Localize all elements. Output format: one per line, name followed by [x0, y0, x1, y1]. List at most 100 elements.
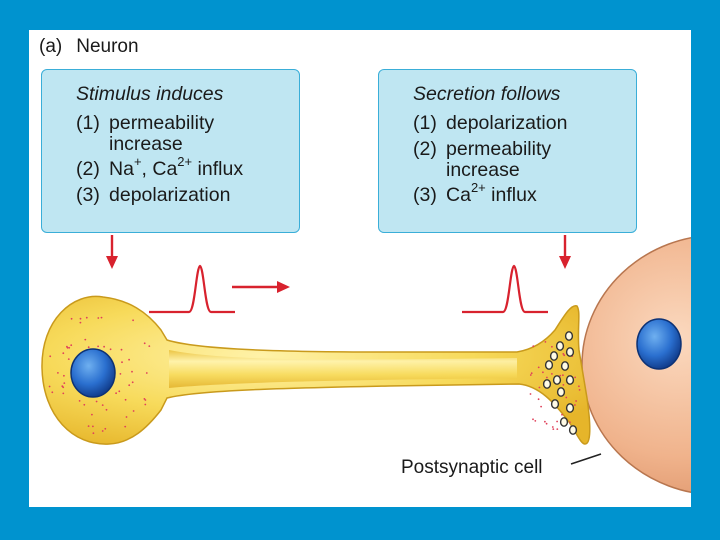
- cytoplasm-dot: [49, 355, 52, 358]
- step-text: permeability: [109, 112, 215, 134]
- cytoplasm-dot: [68, 346, 71, 349]
- cytoplasm-dot: [51, 391, 54, 394]
- cytoplasm-dot: [87, 425, 90, 427]
- cytoplasm-dot: [83, 403, 86, 406]
- vesicle: [565, 403, 575, 413]
- cytoplasm-dot: [530, 372, 533, 375]
- step-number: (1): [413, 112, 437, 134]
- cytoplasm-dot: [95, 400, 98, 403]
- vesicle: [556, 387, 566, 397]
- step-line: (3)depolarization: [76, 182, 289, 208]
- cytoplasm-dot: [556, 428, 559, 430]
- action-potential-icon: [149, 264, 235, 314]
- cytoplasm-dot: [124, 398, 127, 401]
- cytoplasm-dot: [551, 426, 554, 428]
- box-title: Secretion follows: [413, 83, 561, 105]
- cytoplasm-dot: [119, 373, 122, 375]
- secretion-box: Secretion follows (1)depolarization (2)p…: [378, 69, 637, 233]
- cytoplasm-dot: [104, 427, 107, 430]
- action-potential-icon: [462, 264, 548, 314]
- step-continuation: increase: [446, 159, 520, 181]
- cytoplasm-dot: [544, 341, 547, 343]
- step-line: (2)Na+, Ca2+ influx: [76, 154, 289, 182]
- postsynaptic-cell: [581, 237, 691, 493]
- box-title: Stimulus induces: [76, 83, 224, 105]
- cytoplasm-dot: [128, 358, 130, 361]
- cytoplasm-dot: [128, 384, 131, 387]
- cytoplasm-dot: [537, 398, 540, 401]
- figure-title: Neuron: [76, 36, 139, 57]
- panel-letter: (a): [39, 36, 63, 57]
- cytoplasm-dot: [542, 371, 544, 374]
- cytoplasm-dot: [148, 345, 151, 347]
- arrow-right-icon: [232, 281, 290, 293]
- cytoplasm-dot: [562, 384, 565, 386]
- cytoplasm-dot: [563, 354, 566, 357]
- ion-charge: 2+: [470, 180, 486, 195]
- vesicle: [564, 331, 574, 341]
- cytoplasm-dot: [574, 376, 576, 379]
- cytoplasm-dot: [556, 420, 558, 423]
- ion-charge: +: [133, 154, 142, 169]
- figure-label: (a) Neuron: [39, 36, 139, 58]
- cytoplasm-dot: [538, 386, 541, 389]
- cytoplasm-dot: [562, 353, 565, 355]
- cytoplasm-dot: [101, 430, 104, 432]
- cytoplasm-dot: [120, 348, 123, 351]
- postsynaptic-nucleus: [636, 318, 682, 370]
- cytoplasm-dot: [115, 392, 117, 395]
- step-number: (3): [76, 184, 100, 206]
- cytoplasm-dot: [578, 389, 581, 391]
- step-continuation: increase: [109, 133, 183, 155]
- cytoplasm-dot: [537, 366, 540, 369]
- vesicle: [559, 417, 569, 427]
- cytoplasm-dot: [62, 352, 65, 355]
- cytoplasm-dot: [144, 403, 147, 406]
- cytoplasm-dot: [85, 316, 88, 319]
- arrow-down-icon: [559, 235, 571, 269]
- cytoplasm-dot: [79, 321, 82, 324]
- cytoplasm-dot: [100, 316, 103, 319]
- cytoplasm-dot: [532, 345, 535, 348]
- cytoplasm-dot: [131, 370, 133, 373]
- step-text: influx: [192, 158, 244, 180]
- cytoplasm-dot: [546, 376, 548, 379]
- cytoplasm-dot: [101, 404, 104, 406]
- cytoplasm-dot: [562, 374, 564, 377]
- step-number: (3): [413, 184, 437, 206]
- cytoplasm-dot: [63, 374, 65, 377]
- cytoplasm-dot: [532, 418, 534, 421]
- cytoplasm-dot: [561, 413, 563, 416]
- ion-name: Na: [109, 158, 134, 180]
- cytoplasm-dot: [540, 405, 542, 408]
- cytoplasm-dot: [97, 317, 100, 319]
- vesicle: [552, 375, 562, 385]
- cytoplasm-dot: [544, 420, 546, 423]
- cytoplasm-dot: [79, 317, 82, 320]
- neuron-nucleus: [70, 348, 116, 398]
- vesicle: [544, 360, 554, 370]
- cytoplasm-dot: [144, 399, 147, 401]
- postsynaptic-label: Postsynaptic cell: [401, 457, 543, 478]
- step-text: depolarization: [446, 112, 568, 134]
- cytoplasm-dot: [70, 317, 73, 320]
- cytoplasm-dot: [145, 372, 148, 374]
- cytoplasm-dot: [62, 392, 65, 395]
- label-pointer: [570, 453, 602, 465]
- cytoplasm-dot: [103, 345, 105, 348]
- vesicle: [549, 351, 559, 361]
- step-number: (1): [76, 112, 100, 134]
- cytoplasm-dot: [48, 385, 51, 388]
- cytoplasm-dot: [132, 410, 135, 412]
- step-text: influx: [485, 184, 537, 206]
- cytoplasm-dot: [78, 400, 81, 402]
- secretory-vesicles: [542, 331, 578, 435]
- cytoplasm-dot: [534, 420, 537, 422]
- cytoplasm-dot: [105, 408, 108, 411]
- vesicle: [542, 379, 552, 389]
- cytoplasm-dot: [70, 344, 73, 347]
- cytoplasm-dot: [569, 421, 571, 424]
- cytoplasm-dot: [118, 390, 121, 393]
- cytoplasm-dot: [575, 400, 577, 402]
